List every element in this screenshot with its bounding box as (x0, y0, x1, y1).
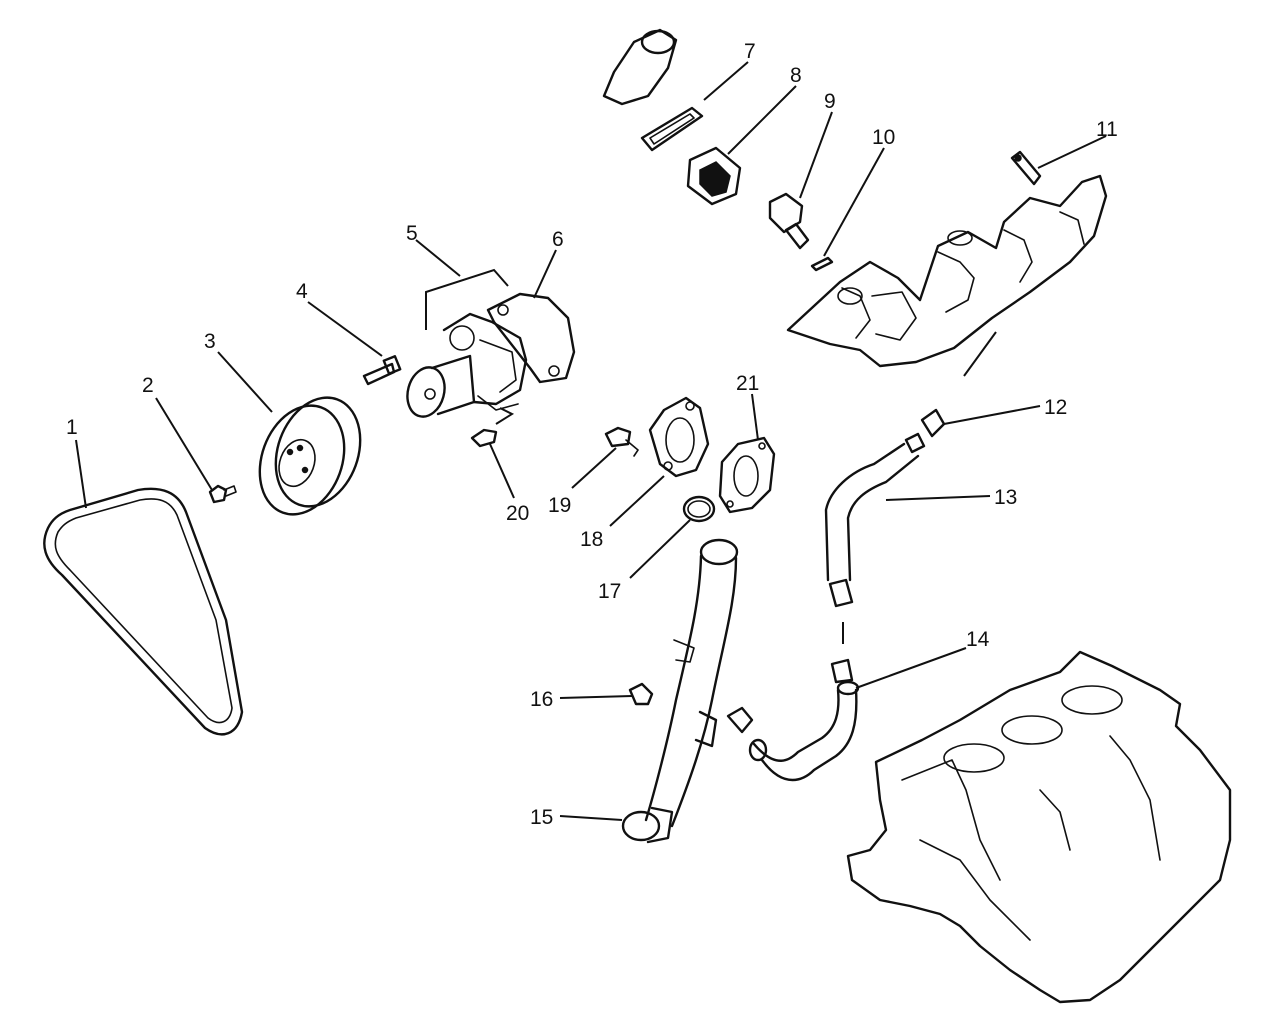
pump-bolt-short (470, 428, 498, 448)
callout-9: 9 (824, 90, 836, 113)
callout-14: 14 (966, 628, 990, 651)
leader-line-1 (75, 439, 87, 509)
hose-clamp (904, 408, 946, 454)
leader-line-19 (571, 447, 617, 489)
leader-line-21 (751, 393, 759, 441)
callout-19: 19 (548, 494, 571, 517)
leader-line-14 (855, 647, 967, 689)
callout-4: 4 (296, 280, 308, 303)
water-pump-gasket (486, 292, 576, 384)
outlet-o-ring (682, 495, 716, 523)
drive-belt (43, 487, 244, 736)
water-outlet-flange (648, 396, 710, 478)
leader-line-7 (703, 61, 749, 101)
water-pump-pulley (258, 396, 362, 516)
thermostat-housing-cover (602, 28, 678, 106)
callout-1: 1 (66, 416, 78, 439)
leader-line-4 (307, 301, 383, 357)
leader-line-15 (559, 815, 623, 821)
callout-10: 10 (872, 126, 895, 149)
water-outlet-gasket (718, 436, 776, 514)
callout-labels: 1 2 3 4 5 6 7 8 9 10 11 12 13 14 15 16 1… (66, 40, 1118, 829)
callout-11: 11 (1096, 118, 1118, 141)
temperature-sensor (768, 192, 810, 250)
leader-line-8 (727, 85, 797, 155)
callout-17: 17 (598, 580, 621, 603)
leader-lines (75, 61, 1107, 821)
leader-line-12 (943, 405, 1041, 425)
water-pump (406, 312, 528, 418)
pipe-clamp-bolt (628, 682, 654, 706)
leader-line-18 (609, 475, 665, 527)
callout-18: 18 (580, 528, 603, 551)
sensor-o-ring (810, 256, 834, 272)
engine-block (846, 650, 1232, 1004)
callout-6: 6 (552, 228, 564, 251)
pump-bolt-long (362, 355, 402, 386)
callout-20: 20 (506, 502, 529, 525)
callout-5: 5 (406, 222, 418, 245)
leader-line-3 (217, 351, 273, 413)
leader-line-13 (885, 495, 991, 501)
water-inlet-pipe (621, 538, 739, 844)
leader-line-2 (155, 397, 213, 491)
leader-bracket-5 (415, 239, 509, 330)
thermostat-gasket (640, 106, 704, 152)
leader-line-11 (1037, 135, 1107, 169)
callout-16: 16 (530, 688, 553, 711)
callout-21: 21 (736, 372, 759, 395)
leader-line-16 (559, 695, 633, 699)
intake-manifold (786, 174, 1108, 377)
bypass-pipe (726, 622, 860, 782)
leader-line-20 (489, 407, 515, 499)
callout-7: 7 (744, 40, 756, 63)
callout-8: 8 (790, 64, 802, 87)
callout-15: 15 (530, 806, 553, 829)
callout-2: 2 (142, 374, 154, 397)
leader-line-10 (823, 147, 885, 257)
leader-line-9 (799, 111, 833, 199)
leader-line-6 (533, 249, 557, 299)
callout-12: 12 (1044, 396, 1067, 419)
outlet-bolt (604, 426, 639, 457)
callout-3: 3 (204, 330, 216, 353)
radiator-hose (824, 442, 920, 608)
thermostat (686, 146, 742, 206)
pulley-bolt (208, 484, 237, 504)
leader-line-17 (629, 519, 691, 579)
temperature-switch (1010, 150, 1042, 186)
callout-13: 13 (994, 486, 1017, 509)
